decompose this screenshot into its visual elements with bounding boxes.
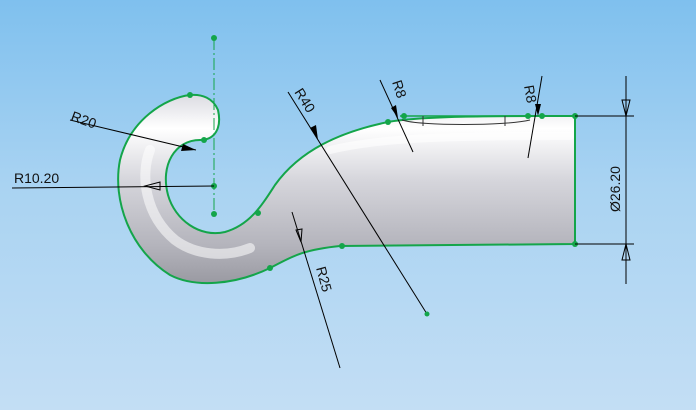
sketch-point[interactable]: [255, 210, 261, 216]
dim-r10-20-label[interactable]: R10.20: [14, 170, 59, 186]
sketch-point[interactable]: [339, 243, 345, 249]
dim-r8-right-label[interactable]: R8: [521, 84, 540, 105]
hook-body[interactable]: [117, 93, 576, 284]
dim-r25[interactable]: R25: [291, 211, 341, 369]
dim-r25-label[interactable]: R25: [313, 265, 335, 294]
sketch-point[interactable]: [539, 113, 545, 119]
sketch-point[interactable]: [201, 137, 207, 143]
sketch-point[interactable]: [187, 92, 193, 98]
dim-diameter-label[interactable]: Ø26.20: [607, 166, 623, 212]
dim-r8-right[interactable]: R8: [521, 75, 543, 159]
shaft-highlight: [326, 132, 574, 154]
dim-r8-left-label[interactable]: R8: [389, 78, 410, 100]
sketch-point[interactable]: [211, 211, 217, 217]
dim-r20-label[interactable]: R20: [69, 108, 99, 132]
sketch-point[interactable]: [525, 113, 531, 119]
dim-r40-label[interactable]: R40: [291, 85, 318, 115]
hook-highlight: [140, 145, 255, 259]
sketch-point[interactable]: [211, 35, 217, 41]
flat-inner-edge: [401, 119, 531, 125]
dim-r8-left[interactable]: R8: [379, 78, 414, 153]
sketch-point[interactable]: [267, 265, 273, 271]
dim-diameter[interactable]: Ø26.20: [575, 76, 634, 284]
sketch-point[interactable]: [385, 119, 391, 125]
sketch-point[interactable]: [401, 113, 407, 119]
dim-r10-20[interactable]: R10.20: [11, 170, 215, 191]
